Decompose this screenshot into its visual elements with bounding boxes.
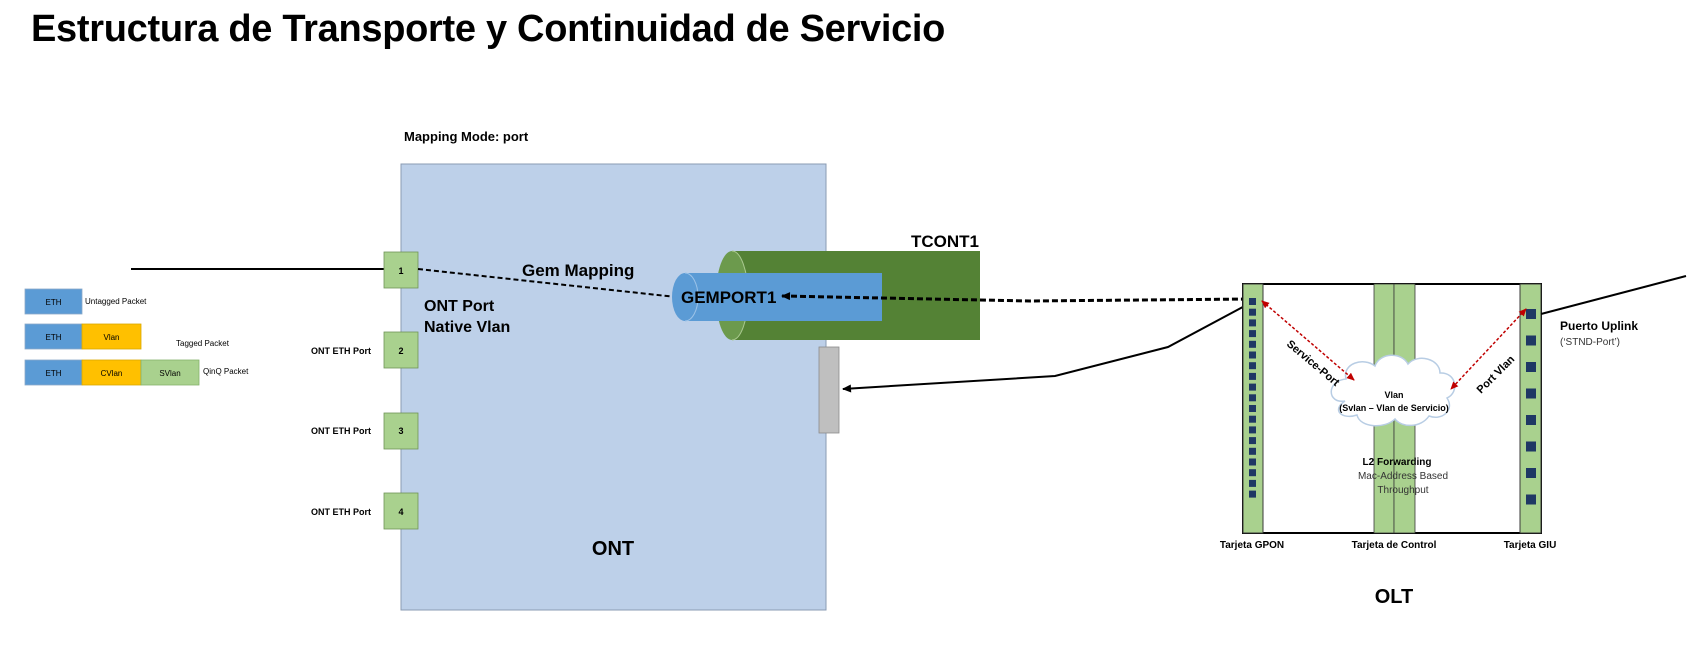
port-box: [383, 492, 419, 530]
l2-forwarding-line2: Throughput: [1377, 485, 1428, 496]
gpon-port-square: [1249, 437, 1256, 445]
native-vlan-label: Native Vlan: [424, 319, 510, 336]
vlan-cloud: Vlan (Svlan – Vlan de Servicio): [1330, 354, 1456, 427]
gpon-port-square: [1249, 426, 1256, 434]
cloud-vlan-label: Vlan: [1384, 390, 1403, 400]
giu-port-square: [1526, 468, 1536, 478]
mapping-mode-label: Mapping Mode: port: [404, 129, 529, 144]
gpon-card-label: Tarjeta GPON: [1220, 540, 1284, 551]
uplink-subtitle: (‘STND-Port’): [1560, 337, 1620, 348]
ont-port-label: ONT Port: [424, 298, 495, 315]
uplink-title: Puerto Uplink: [1560, 319, 1638, 333]
gpon-port-square: [1249, 415, 1256, 423]
ont-port-3: 3 ONT ETH Port: [311, 412, 419, 450]
port-box: [383, 412, 419, 450]
port-number: 4: [398, 507, 403, 517]
card-port-squares: [1526, 309, 1536, 505]
svlan-block: [140, 359, 200, 386]
ont-port-1: 1: [383, 251, 419, 289]
gpon-port-square: [1249, 405, 1256, 412]
qinq-packet-label: QinQ Packet: [203, 367, 249, 376]
gpon-port-square: [1249, 319, 1256, 327]
tagged-packet-label: Tagged Packet: [176, 339, 230, 348]
pon-fiber-arrow: [842, 300, 1255, 393]
ont-box: [400, 163, 827, 611]
port-box: [383, 331, 419, 369]
giu-card-label: Tarjeta GIU: [1504, 540, 1557, 551]
gpon-port-square: [1249, 372, 1256, 380]
eth-block: [24, 288, 83, 315]
cloud-svlan-label: (Svlan – Vlan de Servicio): [1339, 403, 1449, 413]
gpon-port-square: [1249, 330, 1256, 338]
eth-block: [24, 323, 83, 350]
port-label: ONT ETH Port: [311, 346, 371, 356]
gpon-port-square: [1249, 362, 1256, 370]
qinq-packet: ETH CVlan SVlan QinQ Packet: [24, 359, 249, 386]
eth-label: ETH: [46, 369, 62, 378]
giu-port-square: [1526, 388, 1536, 399]
ont-optical-port: [818, 346, 840, 434]
gemport-rim: [684, 272, 699, 322]
giu-port-square: [1526, 362, 1536, 372]
tagged-packet: ETH Vlan Tagged Packet: [24, 323, 230, 350]
giu-port-square: [1526, 494, 1536, 505]
tcont-label: TCONT1: [911, 232, 979, 251]
gpon-port-square: [1249, 298, 1256, 305]
uplink-line: [1540, 275, 1687, 315]
gemport-face: [672, 273, 698, 321]
gpon-card: Tarjeta GPON: [1220, 283, 1284, 551]
giu-port-square: [1526, 335, 1536, 346]
port-number: 1: [398, 266, 403, 276]
page-title: Estructura de Transporte y Continuidad d…: [31, 8, 946, 50]
vlan-block: [81, 323, 142, 350]
l2-forwarding-line1: Mac-Address Based: [1358, 471, 1448, 482]
giu-port-square: [1526, 415, 1536, 425]
ont-port-2: 2 ONT ETH Port: [311, 331, 419, 369]
giu-port-square: [1526, 441, 1536, 452]
ont-port-4: 4 ONT ETH Port: [311, 492, 419, 530]
control-card-label: Tarjeta de Control: [1352, 540, 1437, 551]
eth-block: [24, 359, 83, 386]
gpon-port-square: [1249, 340, 1256, 348]
gpon-port-square: [1249, 469, 1256, 477]
olt-label: OLT: [1375, 586, 1414, 608]
port-number: 3: [398, 426, 403, 436]
eth-label: ETH: [46, 298, 62, 307]
l2-forwarding-title: L2 Forwarding: [1363, 457, 1432, 468]
packet-legend: ETH Untagged Packet ETH Vlan Tagged Pack…: [24, 288, 249, 386]
gpon-port-square: [1249, 447, 1256, 455]
gpon-port-square: [1249, 479, 1256, 487]
untagged-packet-label: Untagged Packet: [85, 297, 147, 306]
gpon-port-square: [1249, 394, 1256, 402]
port-number: 2: [398, 346, 403, 356]
gem-mapping-line: [417, 268, 677, 298]
cvlan-block: [81, 359, 142, 386]
gpon-port-square: [1249, 383, 1256, 391]
cvlan-label: CVlan: [101, 369, 123, 378]
gpon-port-square: [1249, 458, 1256, 466]
gemport-label: GEMPORT1: [681, 288, 776, 307]
service-port-arrow: [1261, 300, 1355, 381]
gpon-port-square: [1249, 490, 1256, 498]
card-port-squares: [1249, 298, 1256, 498]
vlan-label: Vlan: [103, 333, 119, 342]
gpon-port-square: [1249, 308, 1256, 316]
untagged-packet: ETH Untagged Packet: [24, 288, 147, 315]
svlan-label: SVlan: [159, 369, 180, 378]
port-vlan-arrow: [1450, 308, 1527, 390]
eth-label: ETH: [46, 333, 62, 342]
gem-mapping-label: Gem Mapping: [522, 261, 634, 280]
giu-port-square: [1526, 309, 1536, 319]
gpon-port-square: [1249, 351, 1256, 359]
ont-label: ONT: [592, 538, 634, 560]
port-label: ONT ETH Port: [311, 426, 371, 436]
port-label: ONT ETH Port: [311, 507, 371, 517]
